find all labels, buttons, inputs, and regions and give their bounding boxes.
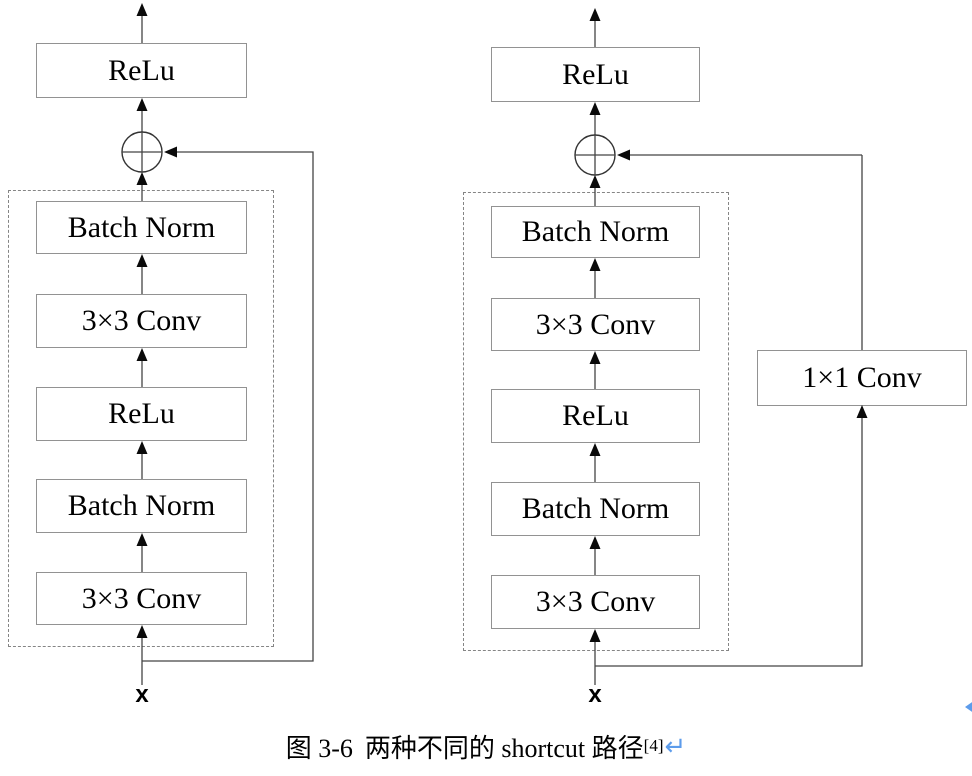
right-relu-mid-box: ReLu: [491, 389, 700, 443]
left-output-relu-box: ReLu: [36, 43, 247, 98]
right-add-junction-icon: [574, 134, 616, 176]
caption-figure-number: 图 3-6: [285, 734, 353, 763]
right-shortcut-conv-box: 1×1 Conv: [757, 350, 967, 406]
left-input-label: x: [135, 681, 149, 708]
right-batch-norm-top-box: Batch Norm: [491, 206, 700, 258]
left-conv-top-label: 3×3 Conv: [81, 304, 202, 337]
left-conv-bottom-label: 3×3 Conv: [81, 581, 202, 615]
right-output-relu-label: ReLu: [562, 57, 629, 91]
caption-citation: [4]: [643, 736, 664, 755]
clipped-line-break-mark-icon: [965, 700, 972, 714]
left-residual-group-outline: [8, 190, 274, 647]
line-break-mark-icon: ↵: [664, 732, 687, 762]
right-batch-norm-bottom-box: Batch Norm: [491, 482, 700, 536]
left-conv-top-box: 3×3 Conv: [36, 294, 247, 348]
left-add-junction-icon: [121, 131, 163, 173]
right-input-label: x: [588, 681, 602, 708]
left-relu-mid-box: ReLu: [36, 387, 247, 441]
left-conv-bottom-box: 3×3 Conv: [36, 572, 247, 625]
right-conv-bottom-box: 3×3 Conv: [491, 575, 700, 629]
left-batch-norm-top-box: Batch Norm: [36, 201, 247, 254]
right-conv-bottom-label: 3×3 Conv: [535, 585, 656, 618]
left-connectors: [136, 3, 148, 685]
right-residual-group-outline: [463, 192, 729, 651]
left-output-relu-label: ReLu: [108, 53, 175, 87]
left-shortcut-path: [142, 146, 314, 662]
left-batch-norm-top-label: Batch Norm: [67, 210, 216, 244]
right-shortcut-path: [595, 149, 868, 667]
right-conv-top-label: 3×3 Conv: [535, 307, 656, 341]
right-batch-norm-top-label: Batch Norm: [521, 215, 670, 248]
caption-title: 两种不同的 shortcut 路径: [364, 734, 644, 763]
right-output-relu-box: ReLu: [491, 47, 700, 102]
figure-caption: 图 3-6 两种不同的 shortcut 路径[4]↵: [0, 732, 972, 765]
left-relu-mid-label: ReLu: [108, 397, 175, 430]
right-batch-norm-bottom-label: Batch Norm: [521, 492, 670, 525]
right-relu-mid-label: ReLu: [562, 399, 629, 432]
right-conv-top-box: 3×3 Conv: [491, 298, 700, 351]
left-batch-norm-bottom-label: Batch Norm: [67, 489, 216, 522]
left-batch-norm-bottom-box: Batch Norm: [36, 479, 247, 533]
right-shortcut-conv-label: 1×1 Conv: [802, 361, 922, 394]
right-connectors: [589, 8, 601, 685]
